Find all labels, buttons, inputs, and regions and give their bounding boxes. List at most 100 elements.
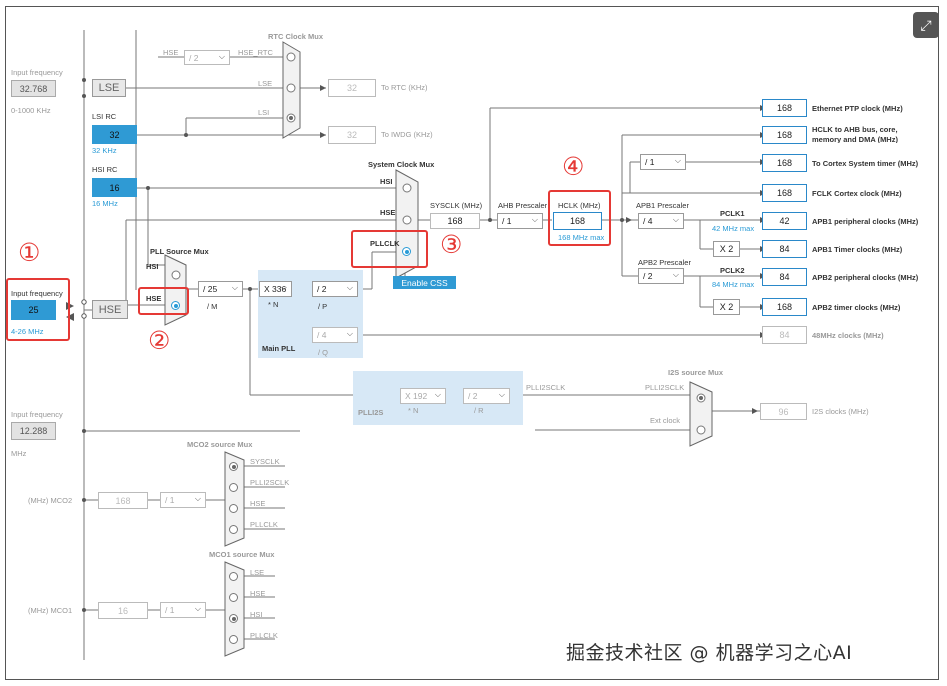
callout-number-2: ② xyxy=(148,326,171,355)
mco2-sysclk-radio[interactable] xyxy=(229,462,238,471)
apb2-prescaler-label: APB2 Prescaler xyxy=(638,258,691,267)
plli2s-n-label: * N xyxy=(408,406,419,415)
mco1-lse-radio[interactable] xyxy=(229,572,238,581)
plli2s-r-divider[interactable]: / 2 xyxy=(463,388,510,404)
output-ethernet-ptp-value: 168 xyxy=(762,99,807,117)
pll-n-label: * N xyxy=(268,300,279,309)
system-clock-mux-title: System Clock Mux xyxy=(368,160,435,169)
mco2-hse-radio[interactable] xyxy=(229,504,238,513)
callout-box-2 xyxy=(138,287,189,315)
lsi-name: LSI RC xyxy=(92,112,117,121)
mco1-hsi-radio[interactable] xyxy=(229,614,238,623)
sys-mux-pllclk-radio[interactable] xyxy=(402,247,411,256)
plli2s-n-multiplier[interactable]: X 192 xyxy=(400,388,446,404)
hclk-label: HCLK (MHz) xyxy=(558,201,601,210)
mco1-pllclk-radio[interactable] xyxy=(229,635,238,644)
output-hclk-ahb-label: HCLK to AHB bus, core, memory and DMA (M… xyxy=(812,125,898,143)
sys-mux-pllclk-label: PLLCLK xyxy=(370,239,400,248)
pll-n-multiplier[interactable]: X 336 xyxy=(259,281,292,297)
pll-src-hse-label: HSE xyxy=(146,294,162,303)
apb2-timer-multiplier: X 2 xyxy=(713,299,740,315)
ahb-prescaler-select[interactable]: / 1 xyxy=(497,213,543,229)
enable-css-button[interactable]: Enable CSS xyxy=(393,276,456,289)
hse-range: 4-26 MHz xyxy=(11,327,44,336)
output-cortex-timer-label: To Cortex System timer (MHz) xyxy=(812,159,919,168)
output-apb2-periph-label: APB2 peripheral clocks (MHz) xyxy=(812,273,919,282)
rtc-hse-rtc-label: HSE_RTC xyxy=(238,48,273,57)
plli2s-r-label: / R xyxy=(474,406,484,415)
output-cortex-timer-value: 168 xyxy=(762,154,807,172)
hclk-input[interactable]: 168 xyxy=(553,212,602,230)
pll-src-hse-radio[interactable] xyxy=(171,301,180,310)
callout-box-1 xyxy=(6,278,70,341)
ext-frequency-input[interactable]: 12.288 xyxy=(11,422,56,440)
mco2-opt-plli2sclk: PLLI2SCLK xyxy=(250,478,290,487)
mco2-opt-hse: HSE xyxy=(250,499,266,508)
mco1-mux-title: MCO1 source Mux xyxy=(209,550,275,559)
watermark: 掘金技术社区 @ 机器学习之心AI xyxy=(566,642,853,664)
pll-q-divider[interactable]: / 4 xyxy=(312,327,358,343)
iwdg-clock-value: 32 xyxy=(328,126,376,144)
mco1-opt-hse: HSE xyxy=(250,589,266,598)
iwdg-clock-label: To IWDG (KHz) xyxy=(381,130,433,139)
mco1-opt-hsi: HSI xyxy=(250,610,263,619)
hsi-name: HSI RC xyxy=(92,165,118,174)
pclk2-label: PCLK2 xyxy=(720,266,745,275)
hse-frequency-input[interactable]: 25 xyxy=(11,300,56,320)
mco2-plli2sclk-radio[interactable] xyxy=(229,483,238,492)
output-hclk-ahb-value: 168 xyxy=(762,126,807,144)
lse-block[interactable]: LSE xyxy=(92,79,126,97)
pll-m-divider[interactable]: / 25 xyxy=(198,281,243,297)
sysclk-value: 168 xyxy=(430,213,480,229)
mco2-mux-title: MCO2 source Mux xyxy=(187,440,253,449)
diagram-frame xyxy=(5,6,939,680)
plli2s-title: PLLI2S xyxy=(358,408,384,417)
output-fclk-value: 168 xyxy=(762,184,807,202)
output-apb1-periph-value: 42 xyxy=(762,212,807,230)
i2s-ext-label: Ext clock xyxy=(650,416,681,425)
output-apb2-timer-value: 168 xyxy=(762,298,807,316)
sysclk-label: SYSCLK (MHz) xyxy=(430,201,483,210)
mco2-divider[interactable]: / 1 xyxy=(160,492,206,508)
apb1-timer-multiplier: X 2 xyxy=(713,241,740,257)
i2s-clock-value: 96 xyxy=(760,403,807,420)
output-48mhz-label: 48MHz clocks (MHz) xyxy=(812,331,884,340)
apb2-prescaler-select[interactable]: / 2 xyxy=(638,268,684,284)
expand-button[interactable]: ⤢ xyxy=(913,12,939,38)
ext-input-label: Input frequency xyxy=(11,410,63,419)
output-apb2-timer-label: APB2 timer clocks (MHz) xyxy=(812,303,901,312)
apb1-max: 42 MHz max xyxy=(712,224,755,233)
hsi-value: 16 xyxy=(92,178,137,197)
cortex-timer-divider[interactable]: / 1 xyxy=(640,154,686,170)
apb1-prescaler-select[interactable]: / 4 xyxy=(638,213,684,229)
mco1-label: (MHz) MCO1 xyxy=(28,606,73,615)
lsi-value: 32 xyxy=(92,125,137,144)
apb1-prescaler-label: APB1 Prescaler xyxy=(636,201,689,210)
rtc-mux-title: RTC Clock Mux xyxy=(268,32,324,41)
i2s-plli2sclk-label: PLLI2SCLK xyxy=(645,383,685,392)
main-pll-title: Main PLL xyxy=(262,344,296,353)
lse-input-label: Input frequency xyxy=(11,68,63,77)
hse-block[interactable]: HSE xyxy=(92,300,128,319)
lse-frequency-input[interactable]: 32.768 xyxy=(11,80,56,97)
ahb-prescaler-label: AHB Prescaler xyxy=(498,201,548,210)
mco2-pllclk-radio[interactable] xyxy=(229,525,238,534)
lsi-freq: 32 KHz xyxy=(92,146,117,155)
callout-number-3: ③ xyxy=(440,230,463,259)
output-apb2-periph-value: 84 xyxy=(762,268,807,286)
i2s-clock-label: I2S clocks (MHz) xyxy=(812,407,869,416)
rtc-hse-divider[interactable]: / 2 xyxy=(184,50,230,65)
pll-p-divider[interactable]: / 2 xyxy=(312,281,358,297)
output-48mhz-value: 84 xyxy=(762,326,807,344)
rtc-clock-label: To RTC (KHz) xyxy=(381,83,428,92)
expand-icon: ⤢ xyxy=(920,16,932,33)
rtc-clock-value: 32 xyxy=(328,79,376,97)
output-ethernet-ptp-label: Ethernet PTP clock (MHz) xyxy=(812,104,903,113)
mco1-divider[interactable]: / 1 xyxy=(160,602,206,618)
output-apb1-periph-label: APB1 peripheral clocks (MHz) xyxy=(812,217,919,226)
mco1-hse-radio[interactable] xyxy=(229,593,238,602)
rtc-hse-label: HSE xyxy=(163,48,179,57)
sys-mux-hse-label: HSE xyxy=(380,208,396,217)
pll-p-label: / P xyxy=(318,302,328,311)
